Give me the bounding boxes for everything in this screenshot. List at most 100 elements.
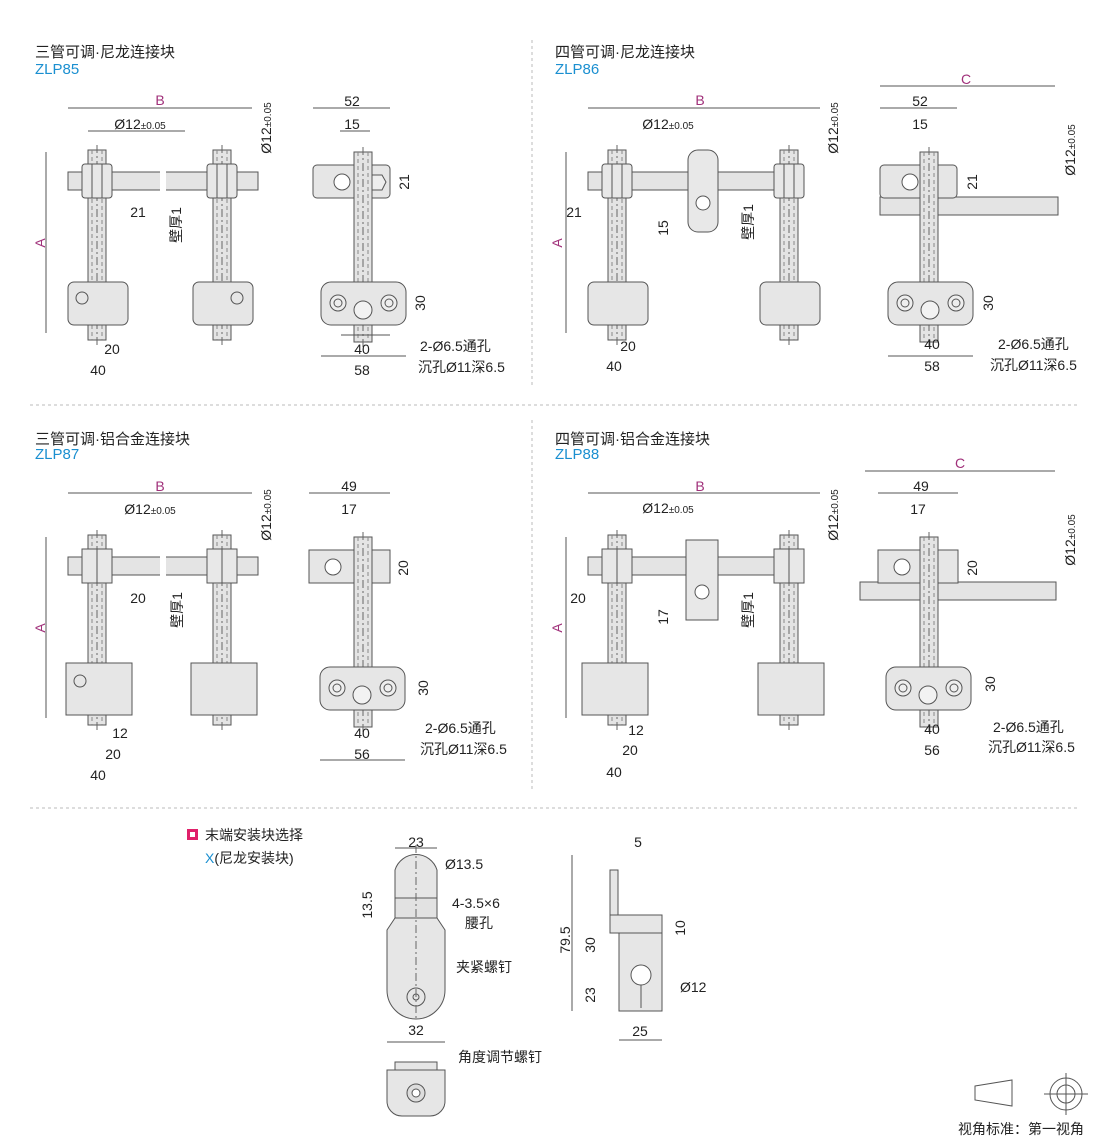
dim-17: 17	[655, 609, 671, 625]
dim-56: 56	[354, 746, 370, 762]
hole-note: 2-Ø6.5通孔	[993, 719, 1064, 735]
dim-a: A	[32, 238, 48, 248]
end-block-drawing	[386, 845, 663, 1117]
end-block-option: X(尼龙安装块)	[205, 848, 294, 868]
zlp86-drawing	[565, 85, 1059, 357]
dim-21-side: 21	[964, 174, 980, 190]
dim-23: 23	[408, 834, 424, 850]
tolerance: ±0.05	[1067, 124, 1078, 150]
wall-thickness: 壁厚1	[740, 592, 756, 628]
dim-17: 17	[341, 501, 357, 517]
dim-40-side: 40	[354, 725, 370, 741]
counterbore-note: 沉孔Ø11深6.5	[990, 357, 1077, 373]
dim-diameter-vertical: Ø12±0.05	[825, 489, 841, 540]
panel-title: 四管可调·尼龙连接块	[555, 44, 695, 61]
dim-diameter-vertical-side: Ø12±0.05	[1062, 124, 1078, 175]
tolerance: ±0.05	[140, 121, 166, 132]
dim-40: 40	[90, 767, 106, 783]
dim-20-h: 20	[130, 590, 146, 606]
dia-value: Ø12	[825, 127, 841, 154]
dim-30: 30	[582, 937, 598, 953]
section-marker-icon	[187, 829, 198, 840]
dia-value: Ø12	[642, 500, 669, 516]
wall-thickness: 壁厚1	[740, 204, 756, 240]
tolerance: ±0.05	[668, 505, 694, 516]
dim-52: 52	[344, 93, 360, 109]
dim-c: C	[954, 455, 966, 471]
dim-diameter: Ø12±0.05	[114, 116, 165, 132]
dim-20-h: 20	[570, 590, 586, 606]
zlp88-drawing	[565, 470, 1057, 733]
dim-a: A	[549, 238, 565, 248]
clamp-screw-label: 夹紧螺钉	[456, 959, 512, 975]
product-code: ZLP85	[35, 61, 80, 78]
first-angle-projection-symbol	[974, 1073, 1088, 1115]
dim-20: 20	[622, 742, 638, 758]
tolerance: ±0.05	[263, 102, 274, 128]
dim-diameter-vertical-side: Ø12±0.05	[1062, 514, 1078, 565]
tolerance: ±0.05	[150, 506, 176, 517]
dim-a: A	[549, 623, 565, 633]
dia-value: Ø12	[642, 116, 669, 132]
dim-21-side: 21	[396, 174, 412, 190]
dim-dia-12: Ø12	[680, 979, 707, 995]
product-code: ZLP87	[35, 446, 80, 463]
dim-a: A	[32, 623, 48, 633]
dim-25: 25	[632, 1023, 648, 1039]
dim-15: 15	[655, 220, 671, 236]
hole-note: 2-Ø6.5通孔	[998, 336, 1069, 352]
counterbore-note: 沉孔Ø11深6.5	[418, 359, 505, 375]
dim-b: B	[695, 478, 705, 494]
hole-note: 2-Ø6.5通孔	[425, 720, 496, 736]
wall-thickness: 壁厚1	[168, 207, 184, 243]
dim-b: B	[155, 92, 165, 108]
panel-title: 三管可调·铝合金连接块	[35, 431, 190, 448]
dim-30: 30	[412, 295, 428, 311]
dia-value: Ø12	[825, 514, 841, 541]
dim-20-side: 20	[964, 560, 980, 576]
dim-diameter-vertical: Ø12±0.05	[825, 102, 841, 153]
dim-40-side: 40	[354, 341, 370, 357]
dim-40-side: 40	[924, 336, 940, 352]
dia-value: Ø12	[258, 514, 274, 541]
zlp87-drawing	[45, 492, 406, 761]
dim-dia-13-5: Ø13.5	[445, 856, 484, 872]
dim-20: 20	[104, 341, 120, 357]
tolerance: ±0.05	[668, 121, 694, 132]
hole-note: 2-Ø6.5通孔	[420, 338, 491, 354]
option-code: X	[205, 850, 215, 866]
dim-79-5: 79.5	[557, 926, 573, 954]
angle-screw-label: 角度调节螺钉	[458, 1049, 542, 1065]
panel-title: 三管可调·尼龙连接块	[35, 44, 175, 61]
dim-58: 58	[924, 358, 940, 374]
dim-5: 5	[634, 834, 642, 850]
dim-23-v: 23	[582, 987, 598, 1003]
dim-49: 49	[341, 478, 357, 494]
product-code: ZLP88	[555, 446, 600, 463]
dim-40: 40	[606, 764, 622, 780]
tolerance: ±0.05	[830, 489, 841, 515]
projection-legend: 视角标准：第一视角	[958, 1121, 1084, 1137]
dim-52: 52	[912, 93, 928, 109]
dim-b: B	[155, 478, 165, 494]
dim-diameter-vertical: Ø12±0.05	[258, 102, 274, 153]
dim-12: 12	[628, 722, 644, 738]
dim-12: 12	[112, 725, 128, 741]
dim-10: 10	[672, 920, 688, 936]
dia-value: Ø12	[114, 116, 141, 132]
dim-c: C	[960, 71, 972, 87]
dim-20-side: 20	[395, 560, 411, 576]
slot-name: 腰孔	[465, 915, 493, 931]
dim-21: 21	[566, 204, 582, 220]
dim-56: 56	[924, 742, 940, 758]
dim-30: 30	[415, 680, 431, 696]
zlp85-drawing	[45, 107, 407, 357]
dia-value: Ø12	[1062, 539, 1078, 566]
dim-30: 30	[980, 295, 996, 311]
product-code: ZLP86	[555, 61, 600, 78]
dim-17-side: 17	[910, 501, 926, 517]
dim-20: 20	[105, 746, 121, 762]
dim-diameter: Ø12±0.05	[124, 501, 175, 517]
